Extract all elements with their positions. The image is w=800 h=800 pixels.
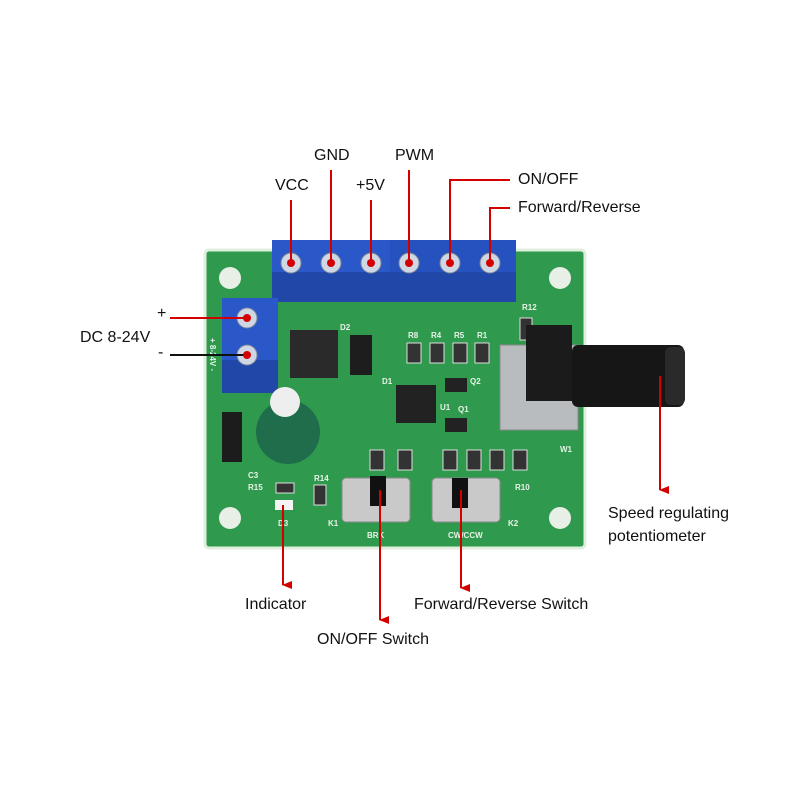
direction-slide-switch: [431, 477, 501, 523]
label-forward-reverse-switch: Forward/Reverse Switch: [414, 596, 589, 613]
signal-terminal-block: [272, 240, 516, 302]
svg-text:K2: K2: [508, 519, 519, 528]
ic-u1: [396, 385, 436, 423]
callout-lines: [170, 170, 669, 624]
mount-hole: [549, 267, 571, 289]
onoff-line: [449, 179, 510, 263]
mount-hole: [219, 507, 241, 529]
smd-diode: [222, 412, 242, 462]
label-indicator: Indicator: [245, 596, 307, 613]
svg-text:R12: R12: [522, 303, 537, 312]
svg-text:R10: R10: [515, 483, 530, 492]
callout-dots: [243, 259, 494, 359]
svg-text:CW/CCW: CW/CCW: [448, 531, 483, 540]
label-gnd: GND: [314, 147, 350, 164]
label-forward-reverse: Forward/Reverse: [518, 199, 641, 216]
svg-text:BRK: BRK: [367, 531, 385, 540]
label-dc-input: DC 8-24V: [80, 329, 151, 346]
onoff-slide-switch: [341, 476, 411, 523]
svg-text:Q1: Q1: [458, 405, 469, 414]
svg-text:R8: R8: [408, 331, 419, 340]
svg-text:C3: C3: [248, 471, 259, 480]
mount-hole: [549, 507, 571, 529]
svg-text:R15: R15: [248, 483, 263, 492]
diode-d2: [350, 335, 372, 375]
svg-text:R1: R1: [477, 331, 488, 340]
label-potentiometer-line1: Speed regulating: [608, 505, 729, 522]
label-pwm: PWM: [395, 147, 435, 164]
mount-hole: [219, 267, 241, 289]
svg-text:U1: U1: [440, 403, 451, 412]
svg-text:W1: W1: [560, 445, 573, 454]
label-onoff: ON/OFF: [518, 171, 579, 188]
label-onoff-switch: ON/OFF Switch: [317, 631, 430, 648]
power-terminal-block: [222, 298, 278, 393]
svg-text:D1: D1: [382, 377, 393, 386]
label-vcc: VCC: [275, 177, 309, 194]
svg-text:R14: R14: [314, 474, 329, 483]
label-dc-minus: -: [158, 344, 164, 361]
svg-text:R4: R4: [431, 331, 442, 340]
regulator-chip: [290, 330, 338, 378]
svg-text:D2: D2: [340, 323, 351, 332]
fwd-rev-line: [489, 207, 510, 263]
potentiometer: [499, 325, 685, 431]
svg-text:K1: K1: [328, 519, 339, 528]
electrolytic-capacitor: [256, 400, 320, 464]
svg-text:Q2: Q2: [470, 377, 481, 386]
svg-text:R5: R5: [454, 331, 465, 340]
label-potentiometer-line2: potentiometer: [608, 528, 706, 545]
label-5v: +5V: [356, 177, 385, 194]
label-dc-plus: +: [157, 305, 167, 322]
